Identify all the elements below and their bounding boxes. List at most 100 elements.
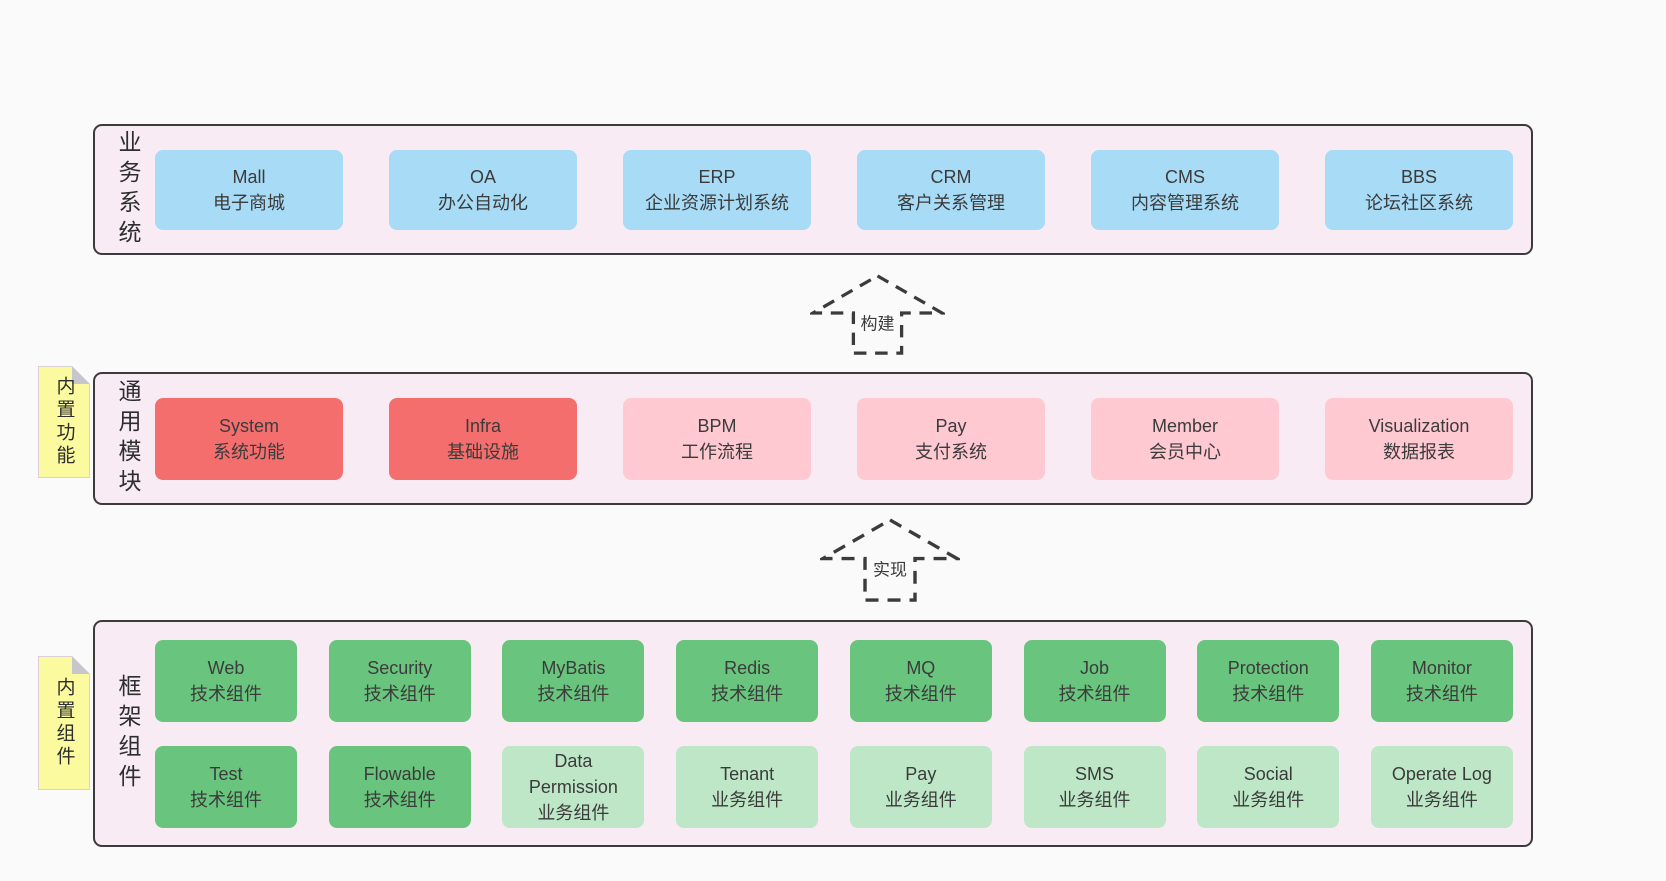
box-bpm: BPM 工作流程 [623,397,811,480]
box-tenant: Tenant 业务组件 [676,746,819,828]
box-mybatis: MyBatis 技术组件 [502,640,645,722]
box-subtitle: 支付系统 [915,441,987,462]
box-title: BPM [697,415,737,436]
box-subtitle: 技术组件 [363,684,436,704]
box-title: Operate Log [1391,764,1492,784]
box-visualization: Visualization 数据报表 [1325,397,1513,480]
box-subtitle: 技术组件 [1405,684,1478,704]
dashed-up-arrow-icon [820,518,960,602]
box-title: Redis [724,658,771,678]
box-infra: Infra 基础设施 [389,397,577,480]
box-subtitle: 技术组件 [190,684,262,704]
box-title: CMS [1165,166,1205,187]
box-subtitle: 会员中心 [1149,441,1221,462]
box-title: MyBatis [541,658,606,678]
builtin-features-note: 内置功能 [38,366,90,478]
box-subtitle: 业务组件 [537,803,610,823]
box-member: Member 会员中心 [1091,397,1279,480]
box-subtitle: 技术组件 [363,790,436,810]
box-title: Job [1080,658,1110,678]
implement-arrow-label: 实现 [870,554,910,582]
box-subtitle: 客户关系管理 [897,192,1005,213]
box-subtitle: 办公自动化 [438,192,528,213]
common-modules-panel: 通用模块 System 系统功能 Infra 基础设施 BPM 工作流程 Pay… [93,372,1533,505]
box-title: Data Permission [528,751,618,797]
box-title: Tenant [720,764,775,784]
box-oa: OA 办公自动化 [389,149,577,230]
framework-box-rows: Web 技术组件 Security 技术组件 MyBatis 技术组件 Redi… [155,640,1513,828]
box-title: System [218,415,279,436]
note-label: 内置功能 [53,376,75,468]
framework-row-1: Web 技术组件 Security 技术组件 MyBatis 技术组件 Redi… [155,640,1513,722]
box-subtitle: 技术组件 [884,684,957,704]
box-social: Social 业务组件 [1197,746,1340,828]
box-title: Visualization [1368,415,1470,436]
box-sms: SMS 业务组件 [1023,746,1166,828]
box-subtitle: 工作流程 [681,441,753,462]
folded-corner-icon [72,366,90,384]
box-subtitle: 基础设施 [447,441,519,462]
box-subtitle: 技术组件 [711,684,784,704]
box-system: System 系统功能 [155,397,343,480]
box-monitor: Monitor 技术组件 [1370,640,1513,722]
builtin-components-note: 内置组件 [38,656,90,790]
box-mq: MQ 技术组件 [849,640,992,722]
box-subtitle: 技术组件 [537,684,610,704]
box-title: Security [367,658,433,678]
box-subtitle: 业务组件 [1232,790,1305,810]
box-job: Job 技术组件 [1023,640,1166,722]
box-title: Flowable [363,764,436,784]
box-subtitle: 技术组件 [1232,684,1305,704]
dashed-up-arrow-icon [810,273,945,355]
box-title: Monitor [1411,658,1472,678]
framework-row-2: Test 技术组件 Flowable 技术组件 Data Permission … [155,746,1513,828]
box-operate-log: Operate Log 业务组件 [1370,746,1513,828]
box-subtitle: 内容管理系统 [1131,192,1239,213]
box-flowable: Flowable 技术组件 [328,746,471,828]
panel-label-framework: 框架组件 [115,673,141,794]
box-title: Protection [1227,658,1309,678]
framework-components-panel: 框架组件 Web 技术组件 Security 技术组件 MyBatis 技术组件… [93,620,1533,847]
box-title: MQ [906,658,936,678]
box-erp: ERP 企业资源计划系统 [623,149,811,230]
business-box-row: Mall 电子商城 OA 办公自动化 ERP 企业资源计划系统 CRM 客户关系… [155,126,1513,253]
box-title: BBS [1400,166,1438,187]
box-title: SMS [1075,764,1115,784]
build-arrow: 构建 [810,273,945,355]
panel-label-business: 业务系统 [115,129,141,250]
box-title: Web [207,658,245,678]
business-systems-panel: 业务系统 Mall 电子商城 OA 办公自动化 ERP 企业资源计划系统 CRM… [93,124,1533,255]
box-web: Web 技术组件 [155,640,297,722]
box-title: Member [1151,415,1218,436]
box-subtitle: 技术组件 [190,790,262,810]
box-subtitle: 论坛社区系统 [1365,192,1473,213]
box-bbs: BBS 论坛社区系统 [1325,149,1513,230]
box-subtitle: 企业资源计划系统 [645,192,789,213]
box-title: Mall [232,166,266,187]
box-title: Pay [905,764,937,784]
box-title: OA [469,166,496,187]
box-pay: Pay 支付系统 [857,397,1045,480]
folded-corner-icon [72,656,90,674]
box-subtitle: 业务组件 [1405,790,1478,810]
box-test: Test 技术组件 [155,746,297,828]
box-subtitle: 业务组件 [884,790,957,810]
box-title: Pay [935,415,967,436]
box-title: Infra [464,415,502,436]
box-mall: Mall 电子商城 [155,149,343,230]
build-arrow-label: 构建 [857,308,898,336]
box-subtitle: 系统功能 [213,441,285,462]
box-pay-business: Pay 业务组件 [849,746,992,828]
box-title: Test [209,764,243,784]
box-subtitle: 技术组件 [1058,684,1131,704]
box-crm: CRM 客户关系管理 [857,149,1045,230]
box-title: Social [1243,764,1293,784]
box-title: CRM [930,166,972,187]
box-subtitle: 数据报表 [1383,441,1455,462]
box-subtitle: 电子商城 [213,192,285,213]
box-protection: Protection 技术组件 [1197,640,1340,722]
box-redis: Redis 技术组件 [676,640,819,722]
modules-box-row: System 系统功能 Infra 基础设施 BPM 工作流程 Pay 支付系统… [155,374,1513,503]
panel-label-modules: 通用模块 [115,378,141,499]
box-title: ERP [698,166,736,187]
